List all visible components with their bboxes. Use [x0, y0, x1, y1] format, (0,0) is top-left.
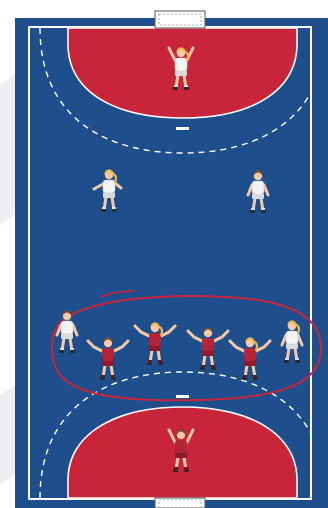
bottom-penalty-mark: [176, 395, 189, 398]
top-penalty-mark: [176, 127, 189, 130]
bottom-goal: [155, 498, 205, 508]
top-goal: [155, 11, 205, 28]
